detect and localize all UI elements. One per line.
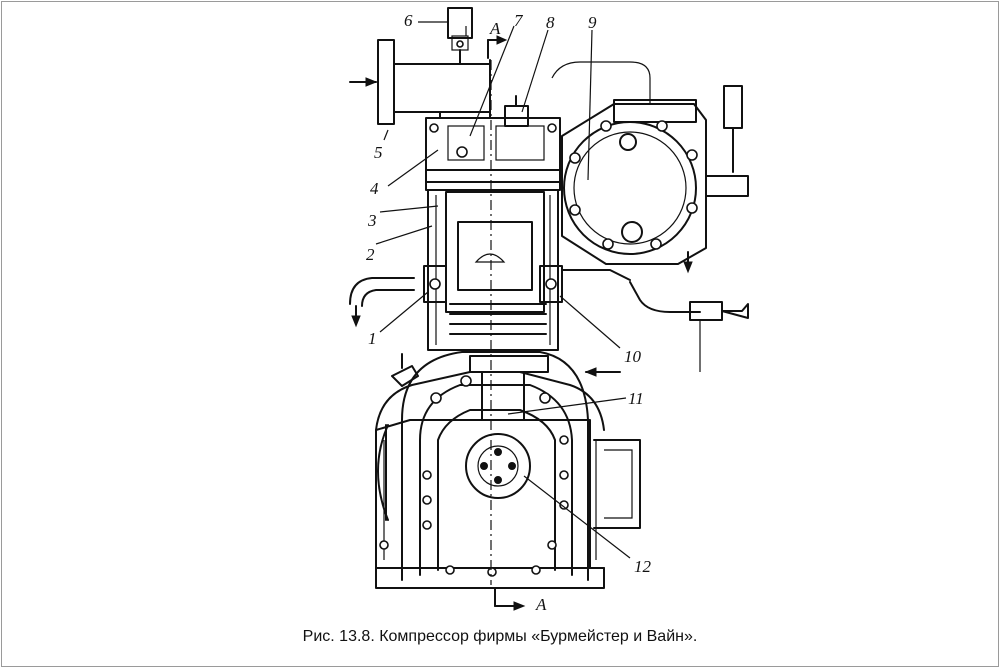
callout-12: 12 [634,557,652,576]
suction-filter [349,39,491,125]
figure-caption: Рис. 13.8. Компрессор фирмы «Бурмейстер … [302,628,698,645]
callout-4: 4 [370,179,379,198]
callout-9: 9 [588,13,597,32]
callout-3: 3 [367,211,377,230]
callout-1: 1 [368,329,377,348]
oil-valve [391,353,419,387]
section-label-top: A [489,19,501,38]
relief-valve [418,7,473,65]
callout-10: 10 [624,347,642,366]
callout-8: 8 [546,13,555,32]
callouts: 1 2 3 4 5 6 7 8 9 10 11 12 [366,11,652,576]
section-label-bottom: A [535,595,547,614]
callout-6: 6 [404,11,413,30]
crosshead [469,355,549,421]
leader-lines [375,25,631,559]
callout-2: 2 [366,245,375,264]
motor-housing [551,61,749,274]
callout-5: 5 [374,143,383,162]
cylinder-block [423,189,563,351]
piping [349,269,749,377]
callout-11: 11 [628,389,644,408]
section-marker-top: A [487,19,508,59]
cylinder-head [425,95,561,191]
section-marker-bottom: A [494,587,547,614]
callout-7: 7 [514,11,524,30]
crankcase [377,351,641,581]
compressor-base [375,371,605,589]
